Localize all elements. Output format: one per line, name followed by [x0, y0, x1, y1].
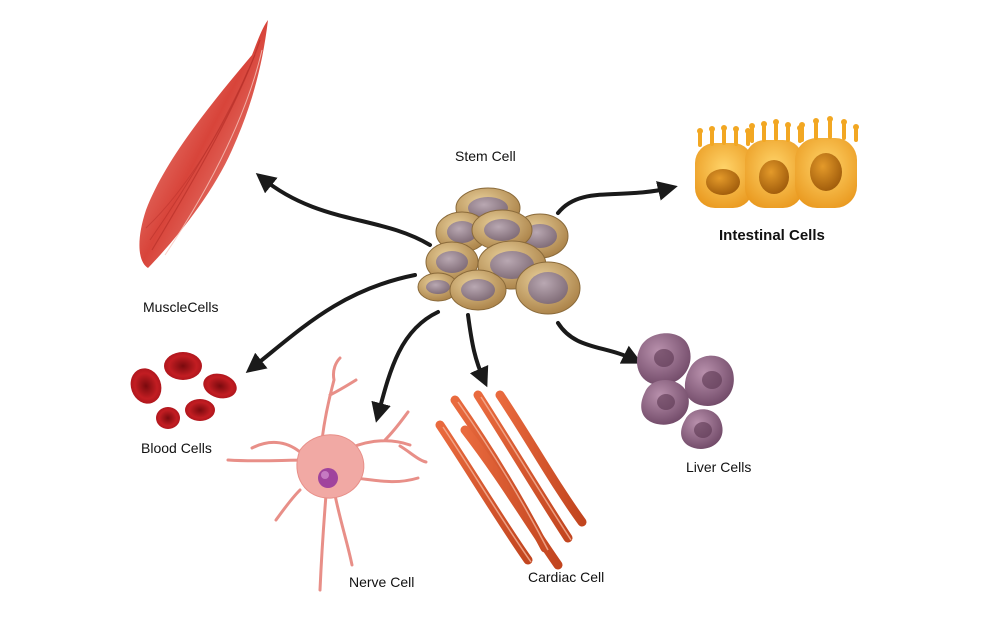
blood-cells-image: [130, 352, 237, 429]
liver-cells-label: Liver Cells: [686, 459, 752, 475]
cardiac-cell-label: Cardiac Cell: [528, 569, 605, 585]
stem-cell-cluster-image: [417, 187, 581, 315]
stem-cell-label: Stem Cell: [455, 148, 516, 164]
arrows: [245, 172, 678, 423]
muscle-cell-image: [139, 20, 268, 268]
arrow-to-muscle: [255, 172, 432, 247]
muscle-cells-label: MuscleCells: [143, 299, 219, 315]
liver-cells-image: [636, 333, 734, 449]
arrow-to-blood: [245, 273, 417, 373]
arrow-to-intestinal: [556, 181, 678, 215]
cardiac-cells-image: [435, 390, 587, 570]
arrow-to-cardiac: [466, 313, 489, 388]
nerve-cell-image: [226, 356, 428, 592]
blood-cells-label: Blood Cells: [141, 440, 212, 456]
intestinal-cells-label: Intestinal Cells: [719, 227, 825, 244]
nerve-cell-label: Nerve Cell: [349, 574, 415, 590]
intestinal-cells-image: [695, 116, 859, 208]
arrow-to-nerve: [371, 310, 440, 423]
arrow-to-liver: [556, 321, 643, 364]
